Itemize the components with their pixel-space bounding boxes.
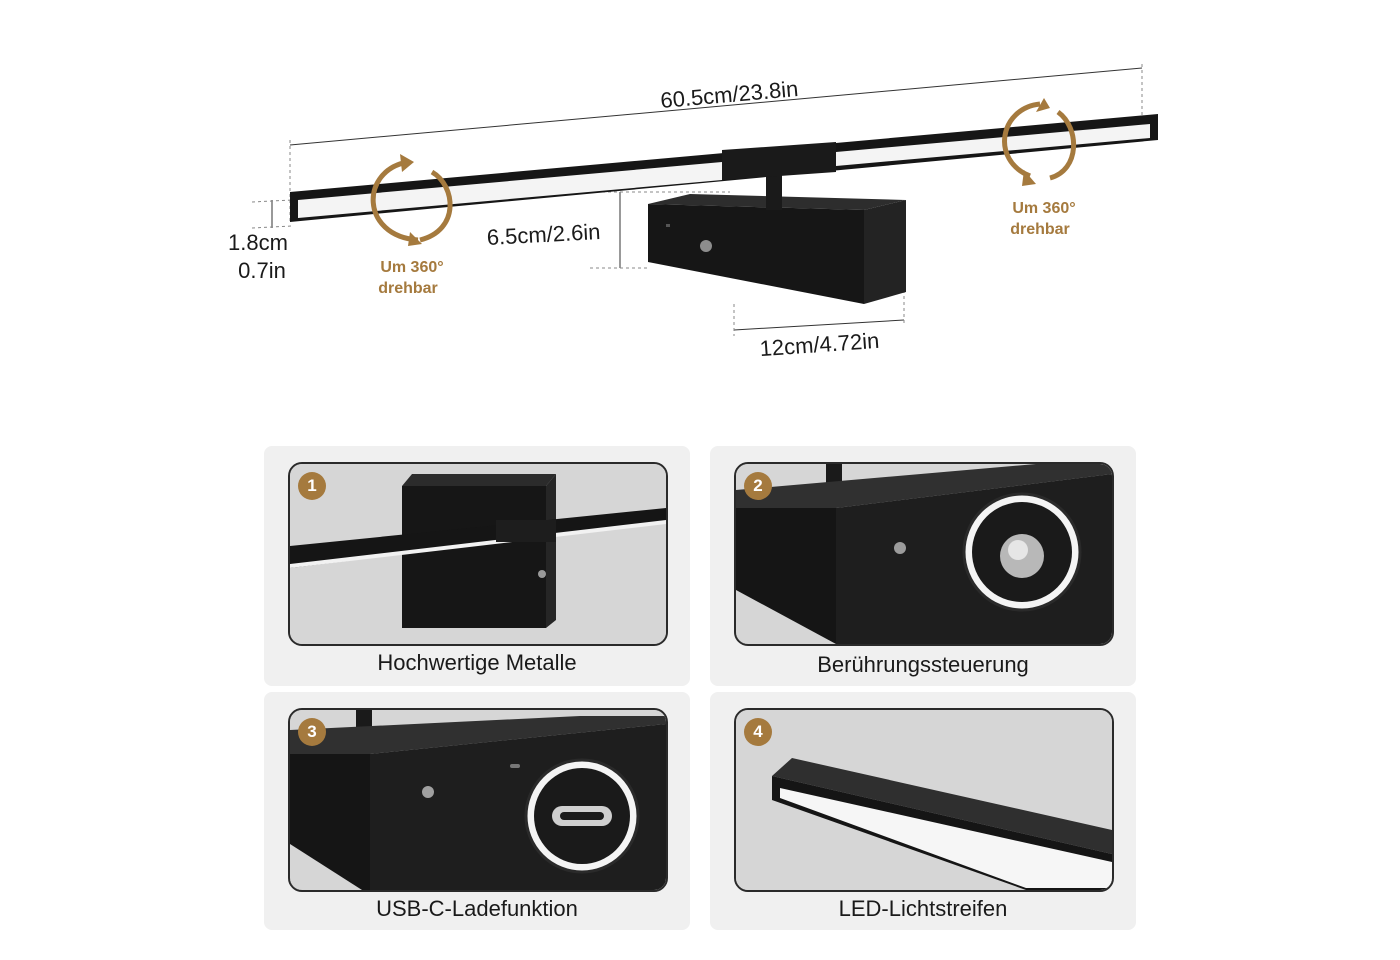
touch-sensor-icon xyxy=(700,240,712,252)
feature-number-badge: 2 xyxy=(744,472,772,500)
arm-label: 6.5cm/2.6in xyxy=(486,219,601,250)
feature-number-badge: 4 xyxy=(744,718,772,746)
rotation-left-line1: Um 360° xyxy=(380,259,443,276)
rotation-arrow-right-icon xyxy=(1002,98,1077,186)
feature-card-touch: 2 Berührungssteuerung xyxy=(710,446,1136,686)
touch-closeup xyxy=(736,464,1112,644)
wall-mount-base xyxy=(648,194,906,304)
feature-label: LED-Lichtstreifen xyxy=(838,896,1008,921)
usbc-closeup xyxy=(290,710,666,890)
feature-card-metal: 1 Hochwertige Metalle xyxy=(264,446,690,686)
feature-number-badge: 1 xyxy=(298,472,326,500)
feature-label: Berührungssteuerung xyxy=(817,652,1029,677)
feature-label: USB-C-Ladefunktion xyxy=(376,896,578,921)
feature-card-usbc: 3 USB-C-Ladefunktion xyxy=(264,692,690,930)
rotation-arrow-left-icon xyxy=(370,154,453,246)
feature-card-led: 4 LED-Lichtstreifen xyxy=(710,692,1136,930)
led-closeup xyxy=(736,710,1112,890)
height-label-cm: 1.8cm xyxy=(228,230,288,255)
feature-number-badge: 3 xyxy=(298,718,326,746)
feature-image-usbc: 3 xyxy=(288,708,668,892)
rotation-right-line2: drehbar xyxy=(1010,221,1070,238)
dimension-diagram: 60.5cm/23.8in 1.8cm 0.7in 6.5cm/2.6in 12… xyxy=(228,64,1158,361)
feature-image-metal: 1 xyxy=(288,462,668,646)
feature-label: Hochwertige Metalle xyxy=(377,650,577,675)
height-top-guide xyxy=(251,199,293,203)
height-label-in: 0.7in xyxy=(238,258,286,283)
metal-closeup xyxy=(290,464,666,644)
base-label: 12cm/4.72in xyxy=(759,328,880,361)
length-dimension-line xyxy=(289,67,1143,146)
rotation-left-line2: drehbar xyxy=(378,280,438,297)
lamp-stem xyxy=(766,166,782,210)
length-label: 60.5cm/23.8in xyxy=(659,76,799,113)
feature-image-touch: 2 xyxy=(734,462,1114,646)
rotation-right-line1: Um 360° xyxy=(1012,200,1075,217)
base-dimension-line xyxy=(733,319,905,331)
height-bottom-guide xyxy=(251,225,293,229)
feature-image-led: 4 xyxy=(734,708,1114,892)
